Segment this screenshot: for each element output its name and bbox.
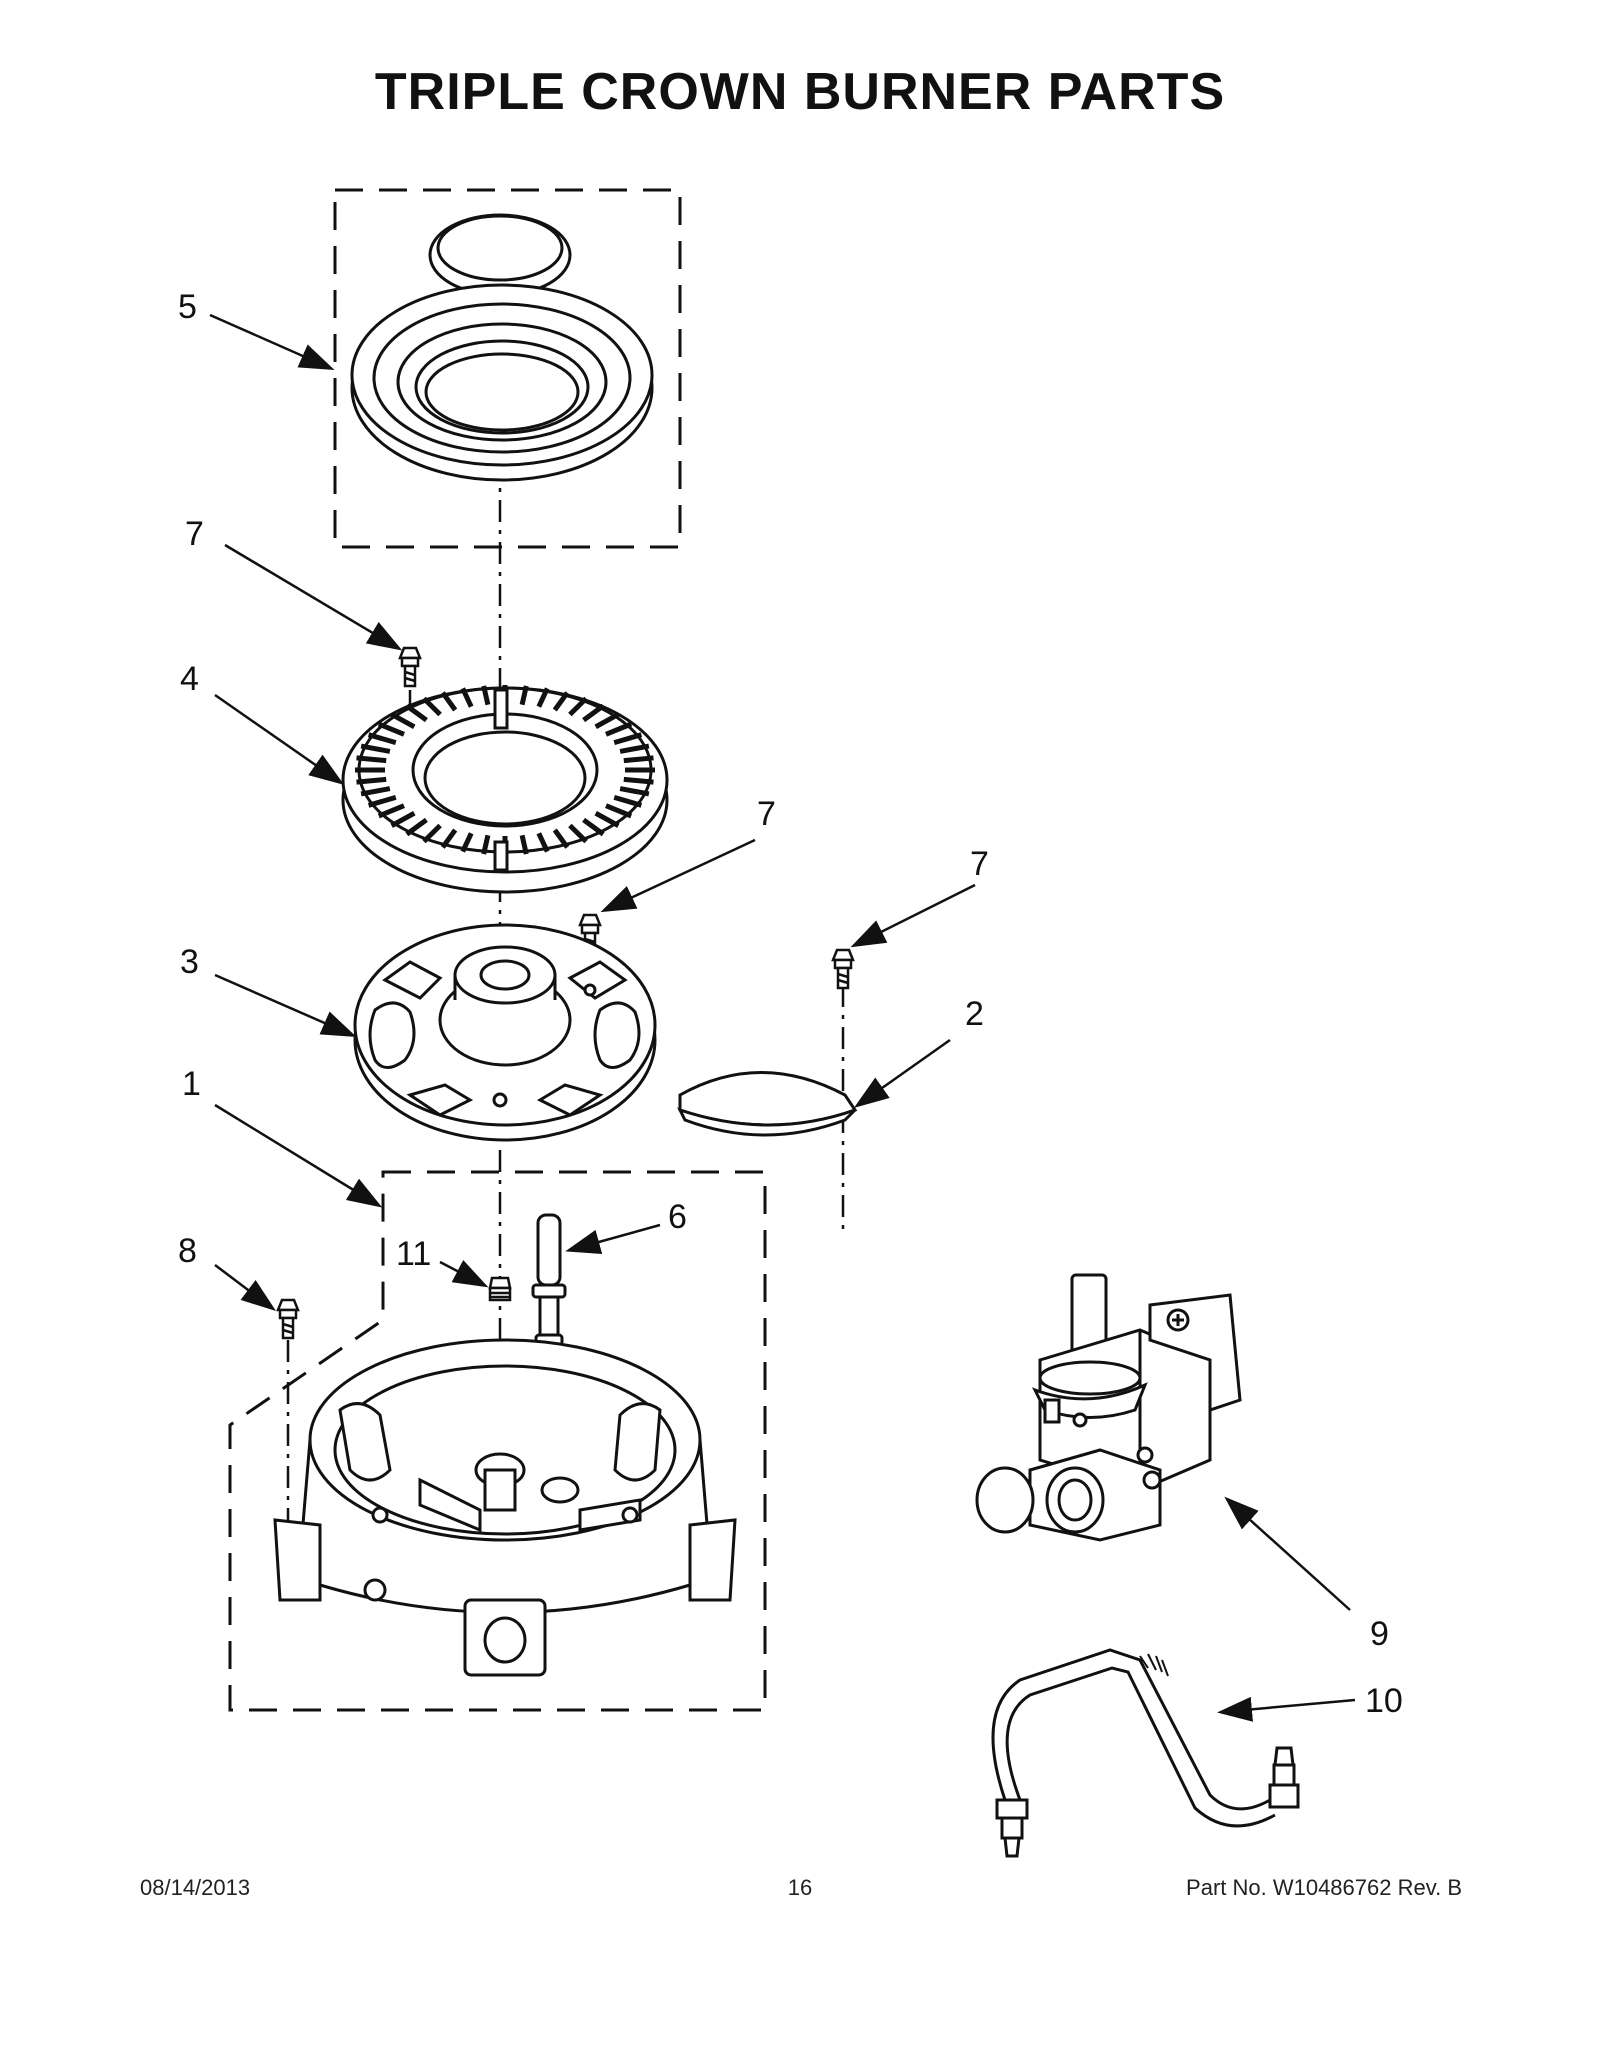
burner-port-ring [355, 685, 655, 855]
burner-port-slot [619, 743, 650, 754]
burner-cap-ring [350, 283, 654, 482]
burner-port-slot [568, 823, 588, 844]
footer-part-number: Part No. W10486762 Rev. B [1186, 1875, 1462, 1900]
burner-port-slot [390, 811, 416, 828]
burner-port-slot [360, 786, 391, 797]
burner-port-slot [568, 696, 588, 717]
gas-supply-tube [991, 1648, 1300, 1858]
burner-port-slot [582, 817, 605, 837]
burner-port-slot [460, 832, 474, 853]
burner-port-slot [536, 687, 550, 708]
callout-6: 6 [668, 1198, 687, 1236]
callout-7-upper: 7 [185, 515, 204, 553]
burner-head [341, 685, 669, 894]
callout-10: 10 [1365, 1682, 1403, 1720]
burner-port-slot [623, 776, 654, 785]
burner-port-slot [367, 732, 397, 746]
burner-port-slot [552, 691, 570, 712]
burner-port-slot [605, 803, 633, 819]
burner-spreader [353, 923, 657, 1142]
burner-port-slot [377, 721, 405, 737]
callout-labels: 5 7 4 7 7 3 2 1 6 8 11 9 10 [178, 288, 1403, 1720]
burner-port-slot [440, 828, 458, 849]
burner-port-slot [594, 811, 620, 828]
burner-port-slot [356, 755, 387, 764]
burner-port-slot [481, 834, 491, 855]
callout-7-middle: 7 [757, 795, 776, 833]
burner-port-slot [623, 755, 654, 764]
callout-4: 4 [180, 660, 199, 698]
callout-2: 2 [965, 995, 984, 1033]
callout-1: 1 [182, 1065, 201, 1103]
burner-base-housing [273, 1338, 737, 1677]
burner-port-slot [552, 828, 570, 849]
callout-5: 5 [178, 288, 197, 326]
burner-cap-insert [428, 213, 572, 297]
burner-port-slot [605, 721, 633, 737]
screw-7-upper [398, 646, 422, 688]
burner-port-slot [440, 691, 458, 712]
burner-port-slot [405, 817, 428, 837]
burner-port-slot [619, 786, 650, 797]
burner-port-slot [356, 776, 387, 785]
leader-lines [209, 313, 1356, 1722]
burner-port-slot [422, 823, 442, 844]
burner-port-slot [594, 712, 620, 729]
gas-valve [975, 1273, 1242, 1542]
burner-port-slot [367, 794, 397, 808]
screw-7-right [831, 948, 855, 990]
callout-9: 9 [1370, 1615, 1389, 1653]
burner-port-slot [360, 743, 391, 754]
burner-port-slot [613, 794, 643, 808]
burner-port-slot [613, 732, 643, 746]
callout-8: 8 [178, 1232, 197, 1270]
screw-8 [276, 1298, 300, 1340]
callout-7-right: 7 [970, 845, 989, 883]
burner-cover-plate [677, 1071, 858, 1137]
callout-11: 11 [396, 1235, 431, 1273]
igniter-electrode [531, 1213, 567, 1357]
burner-port-slot [536, 832, 550, 853]
callout-3: 3 [180, 943, 199, 981]
burner-port-slot [377, 803, 405, 819]
burner-port-slot [481, 685, 491, 706]
burner-port-slot [519, 685, 529, 706]
burner-port-slot [582, 703, 605, 723]
orifice [488, 1276, 512, 1302]
burner-port-slot [405, 703, 428, 723]
footer-date: 08/14/2013 [140, 1875, 251, 1900]
burner-port-slot [519, 834, 529, 855]
burner-port-slot [390, 712, 416, 729]
footer-page-number: 16 [787, 1875, 813, 1900]
burner-port-slot [422, 696, 442, 717]
burner-port-slot [460, 687, 474, 708]
group-box-bottom [228, 1170, 767, 1712]
page-title: TRIPLE CROWN BURNER PARTS [374, 63, 1226, 121]
